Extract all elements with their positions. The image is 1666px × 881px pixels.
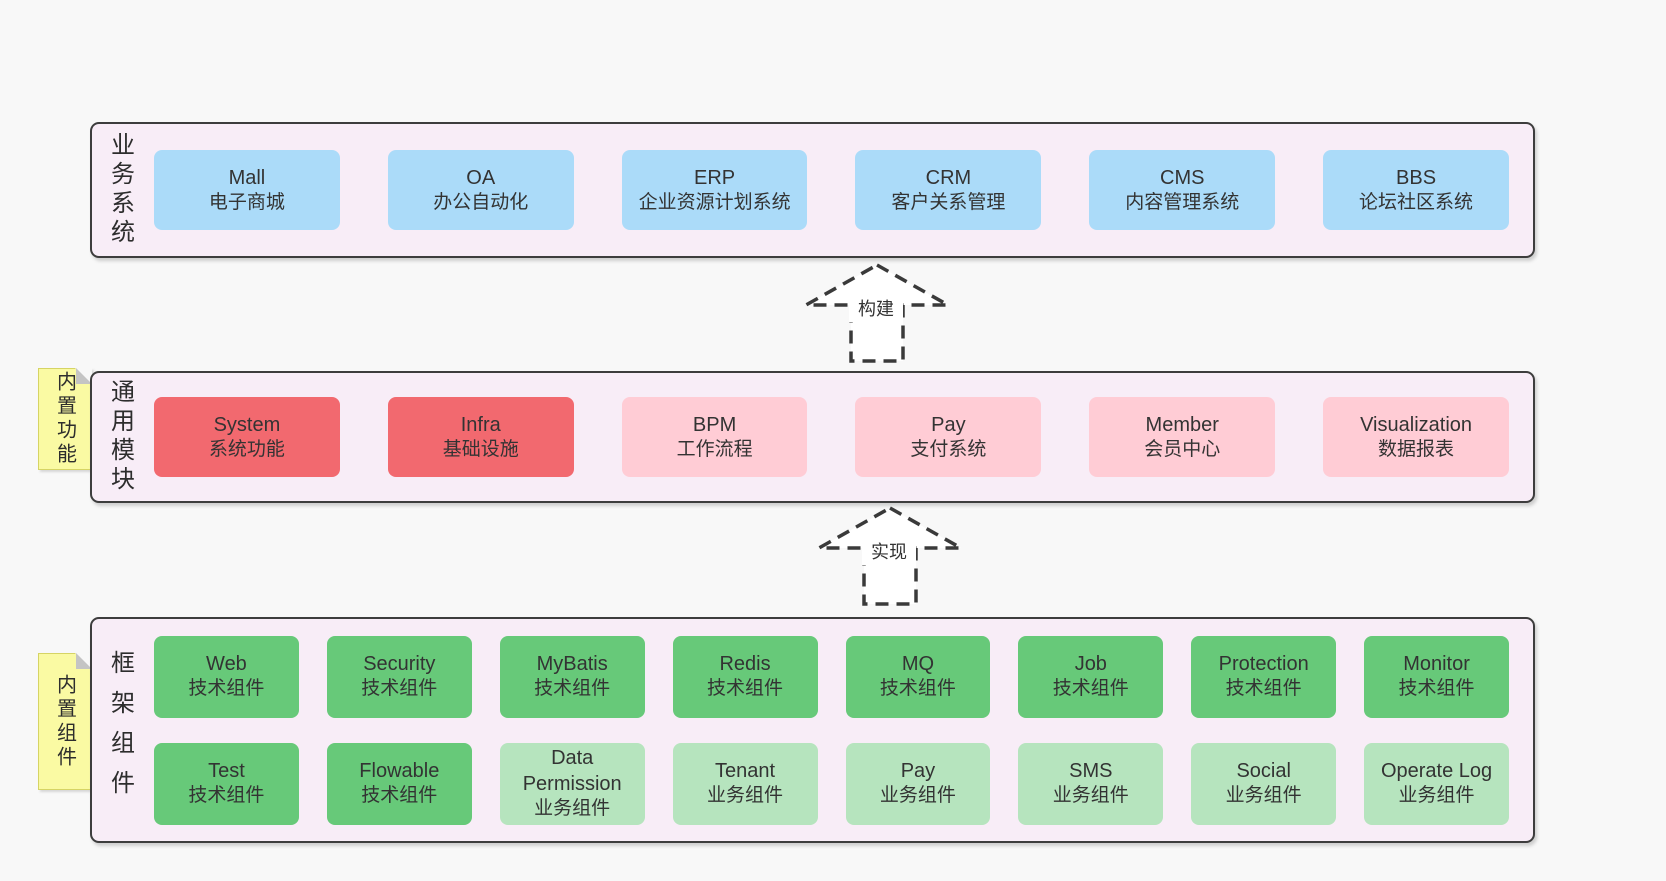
box-protection: Protection 技术组件 [1191, 635, 1337, 718]
box-monitor: Monitor 技术组件 [1364, 635, 1509, 718]
box-security: Security 技术组件 [326, 635, 472, 718]
arrow-build: 构建 [803, 262, 951, 364]
box-web: Web 技术组件 [154, 635, 299, 718]
box-social: Social 业务组件 [1191, 742, 1337, 825]
box-member: Member 会员中心 [1089, 397, 1276, 477]
arrow-implement: 实现 [816, 505, 964, 607]
panel-side-label: 业务系统 [106, 132, 134, 248]
sticky-note-built-in-components: 内置组件 [38, 653, 92, 790]
box-bpm: BPM 工作流程 [621, 397, 808, 477]
arrow-build-label: 构建 [858, 299, 894, 319]
components-box-grid: Web 技术组件 Security 技术组件 MyBatis 技术组件 Redi… [148, 619, 1533, 841]
box-redis: Redis 技术组件 [672, 635, 818, 718]
box-tenant: Tenant 业务组件 [672, 742, 818, 825]
box-bbs: BBS 论坛社区系统 [1323, 150, 1509, 230]
box-visualization: Visualization 数据报表 [1323, 397, 1509, 477]
box-oa: OA 办公自动化 [387, 150, 574, 230]
sticky-note-label: 内置组件 [53, 673, 76, 770]
arrow-implement-label: 实现 [871, 542, 907, 562]
panel-side-label: 通用模块 [106, 379, 134, 495]
box-job: Job 技术组件 [1018, 635, 1164, 718]
box-crm: CRM 客户关系管理 [855, 150, 1042, 230]
box-erp: ERP 企业资源计划系统 [621, 150, 808, 230]
box-mq: MQ 技术组件 [845, 635, 991, 718]
modules-box-row: System 系统功能 Infra 基础设施 BPM 工作流程 Pay 支付系统… [148, 373, 1533, 501]
box-system: System 系统功能 [154, 397, 340, 477]
box-pay: Pay 支付系统 [855, 397, 1042, 477]
box-test: Test 技术组件 [154, 742, 299, 825]
box-pay-business: Pay 业务组件 [845, 742, 991, 825]
box-operate-log: Operate Log 业务组件 [1364, 742, 1509, 825]
panel-common-modules: 通用模块 System 系统功能 Infra 基础设施 BPM 工作流程 Pay… [90, 371, 1535, 503]
panel-side-label: 框架组件 [106, 650, 134, 810]
sticky-note-label: 内置功能 [53, 371, 76, 467]
box-cms: CMS 内容管理系统 [1089, 150, 1276, 230]
box-infra: Infra 基础设施 [387, 397, 574, 477]
business-box-row: Mall 电子商城 OA 办公自动化 ERP 企业资源计划系统 CRM 客户关系… [148, 124, 1533, 256]
box-data-permission: Data Permission 业务组件 [499, 742, 645, 825]
panel-business-systems: 业务系统 Mall 电子商城 OA 办公自动化 ERP 企业资源计划系统 CRM… [90, 122, 1535, 258]
box-sms: SMS 业务组件 [1018, 742, 1164, 825]
box-mybatis: MyBatis 技术组件 [499, 635, 645, 718]
panel-framework-components: 框架组件 Web 技术组件 Security 技术组件 MyBatis 技术组件… [90, 617, 1535, 843]
box-flowable: Flowable 技术组件 [326, 742, 472, 825]
box-mall: Mall 电子商城 [154, 150, 340, 230]
sticky-note-built-in-features: 内置功能 [38, 368, 92, 470]
